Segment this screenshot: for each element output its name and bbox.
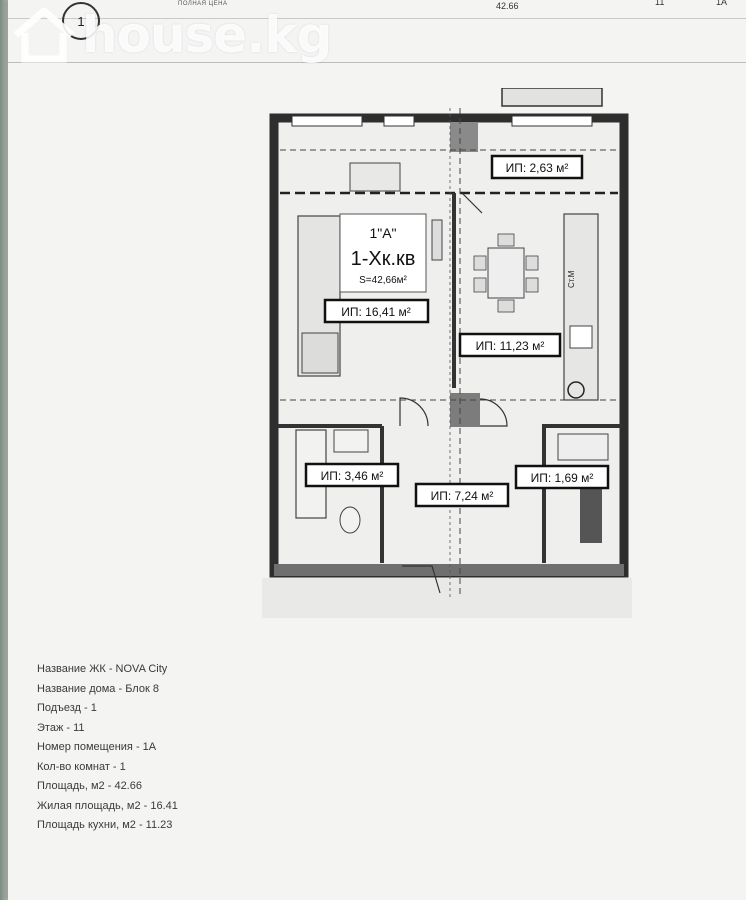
unit-area: S=42,66м² <box>359 275 407 286</box>
info-unit-number: Номер помещения - 1А <box>37 741 157 753</box>
header-area-value: 42.66 <box>496 1 519 11</box>
column <box>450 393 480 427</box>
info-entrance: Подъезд - 1 <box>37 702 97 714</box>
unit-code: 1"А" <box>369 225 396 241</box>
room-label-hall: ИП: 7,24 м² <box>414 482 510 508</box>
wardrobe-hatch <box>580 483 602 543</box>
stove <box>569 325 593 349</box>
room-label-kitchen: ИП: 11,23 м² <box>458 332 562 358</box>
window <box>291 115 363 127</box>
apartment-info: Название ЖК - NOVA City Название дома - … <box>37 660 178 836</box>
tv-stand <box>431 219 443 261</box>
window <box>511 115 593 127</box>
chair <box>473 277 487 293</box>
price-caption: ПОЛНАЯ ЦЕНА <box>178 1 228 7</box>
header-rule <box>8 18 746 19</box>
watermark: house.kg <box>12 0 332 70</box>
header-floor-value: 11 <box>655 0 665 7</box>
header-rule <box>8 62 746 63</box>
house-logo-icon <box>13 7 75 63</box>
dining-table <box>487 247 525 299</box>
chair <box>473 255 487 271</box>
room-label-storage: ИП: 1,69 м² <box>514 464 610 490</box>
entrance-door <box>402 565 441 594</box>
page-number-badge: 1 <box>62 2 100 40</box>
door-swing <box>399 397 429 427</box>
info-area: Площадь, м2 - 42.66 <box>37 780 142 792</box>
room-label-bathroom: ИП: 3,46 м² <box>304 462 400 488</box>
info-rooms-count: Кол-во комнат - 1 <box>37 760 126 773</box>
info-floor: Этаж - 11 <box>37 721 85 734</box>
balcony-frame <box>501 88 603 107</box>
floor-plan: Ст.М 1"А" 1-Хк.кв S=42,66м² ИП: 2,63 м² … <box>262 88 632 618</box>
kitchen-counter <box>563 213 599 401</box>
room-area: ИП: 16,41 м² <box>341 305 411 319</box>
armchair <box>301 332 339 374</box>
unit-type: 1-Хк.кв <box>351 248 416 270</box>
washer <box>557 433 609 461</box>
column <box>450 122 478 152</box>
room-area: ИП: 1,69 м² <box>531 471 594 485</box>
room-area: ИП: 3,46 м² <box>321 469 384 483</box>
room-area: ИП: 2,63 м² <box>506 161 569 175</box>
info-kitchen-area: Площадь кухни, м2 - 11.23 <box>37 819 173 831</box>
door-swing <box>479 398 508 427</box>
watermark-text: house.kg <box>82 6 332 64</box>
window <box>383 115 415 127</box>
info-complex: Название ЖК - NOVA City <box>37 663 168 675</box>
chair <box>525 255 539 271</box>
info-living-area: Жилая площадь, м2 - 16.41 <box>37 799 178 812</box>
unit-title-box: 1"А" 1-Хк.кв S=42,66м² <box>339 213 427 293</box>
room-label-balcony: ИП: 2,63 м² <box>490 154 584 180</box>
balcony-chair <box>349 162 401 192</box>
fridge-label: Ст.М <box>567 270 576 288</box>
header-unit-value: 1А <box>716 0 728 7</box>
bottom-wall-hatch <box>274 564 624 576</box>
toilet <box>339 506 361 534</box>
plan-shadow <box>262 578 632 618</box>
sink-icon <box>567 381 585 399</box>
room-area: ИП: 7,24 м² <box>431 489 494 503</box>
chair <box>525 277 539 293</box>
door-swing <box>461 192 483 214</box>
chair <box>497 299 515 313</box>
room-label-living: ИП: 16,41 м² <box>323 298 430 324</box>
info-building: Название дома - Блок 8 <box>37 682 159 695</box>
chair <box>497 233 515 247</box>
room-area: ИП: 11,23 м² <box>476 339 545 353</box>
washbasin <box>333 429 369 453</box>
